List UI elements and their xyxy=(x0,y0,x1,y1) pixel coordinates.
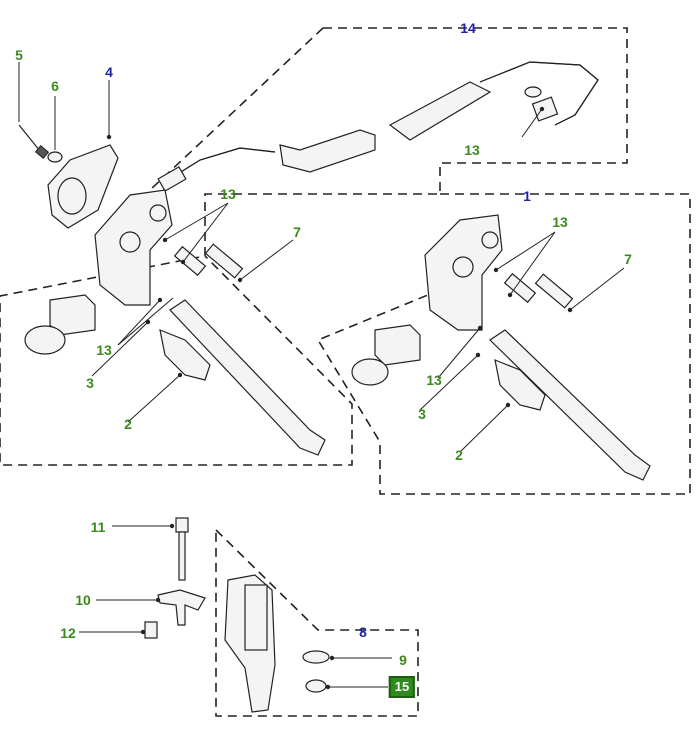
callout-11[interactable]: 11 xyxy=(90,519,106,535)
gasket-part-6 xyxy=(47,151,63,163)
fitting-group-b xyxy=(489,272,651,481)
callout-10[interactable]: 10 xyxy=(75,592,91,608)
callout-2-group-a[interactable]: 2 xyxy=(124,416,132,432)
clamp-part-10 xyxy=(157,589,206,626)
callout-13-group-b-lower[interactable]: 13 xyxy=(426,372,442,388)
callout-4[interactable]: 4 xyxy=(105,64,113,80)
callout-5[interactable]: 5 xyxy=(15,47,23,63)
callout-15[interactable]: 15 xyxy=(388,676,416,698)
callout-3-group-b[interactable]: 3 xyxy=(418,406,426,422)
callout-12[interactable]: 12 xyxy=(60,625,76,641)
washer-part-15 xyxy=(305,679,327,693)
group-outline-14-top-left xyxy=(149,27,324,191)
callout-13-group-a-upper[interactable]: 13 xyxy=(220,186,236,202)
bolt-part-5 xyxy=(18,124,50,159)
callout-8[interactable]: 8 xyxy=(359,624,367,640)
fitting-group-a xyxy=(169,243,326,456)
group-outline-8 xyxy=(215,529,419,717)
bolt-part-11 xyxy=(175,517,189,581)
callout-9[interactable]: 9 xyxy=(399,652,407,668)
seal-part-9 xyxy=(302,650,330,664)
sensor-group-b xyxy=(494,359,546,411)
group-outline-1 xyxy=(316,193,691,495)
callout-13-top-right[interactable]: 13 xyxy=(464,142,480,158)
fuel-pipe-part-14 xyxy=(157,61,599,192)
injector-part-8 xyxy=(224,574,276,713)
stud-part-12 xyxy=(144,621,158,639)
pressure-regulator-group-b xyxy=(351,324,421,386)
callout-1[interactable]: 1 xyxy=(523,188,531,204)
leader-lines xyxy=(18,62,625,690)
pressure-regulator-group-a xyxy=(24,294,96,355)
callout-13-group-a-lower[interactable]: 13 xyxy=(96,342,112,358)
callout-14[interactable]: 14 xyxy=(460,20,476,36)
regulator-housing-group-b xyxy=(424,214,503,331)
callout-7-group-a[interactable]: 7 xyxy=(293,224,301,240)
callout-13-group-b-upper[interactable]: 13 xyxy=(552,214,568,230)
callout-3-group-a[interactable]: 3 xyxy=(86,375,94,391)
sensor-group-a xyxy=(159,329,211,381)
flange-gasket-part-4 xyxy=(47,144,119,229)
callout-6[interactable]: 6 xyxy=(51,78,59,94)
callout-2-group-b[interactable]: 2 xyxy=(455,447,463,463)
regulator-housing-group-a xyxy=(94,189,173,306)
group-outline-14 xyxy=(0,27,628,466)
callout-7-group-b[interactable]: 7 xyxy=(624,251,632,267)
